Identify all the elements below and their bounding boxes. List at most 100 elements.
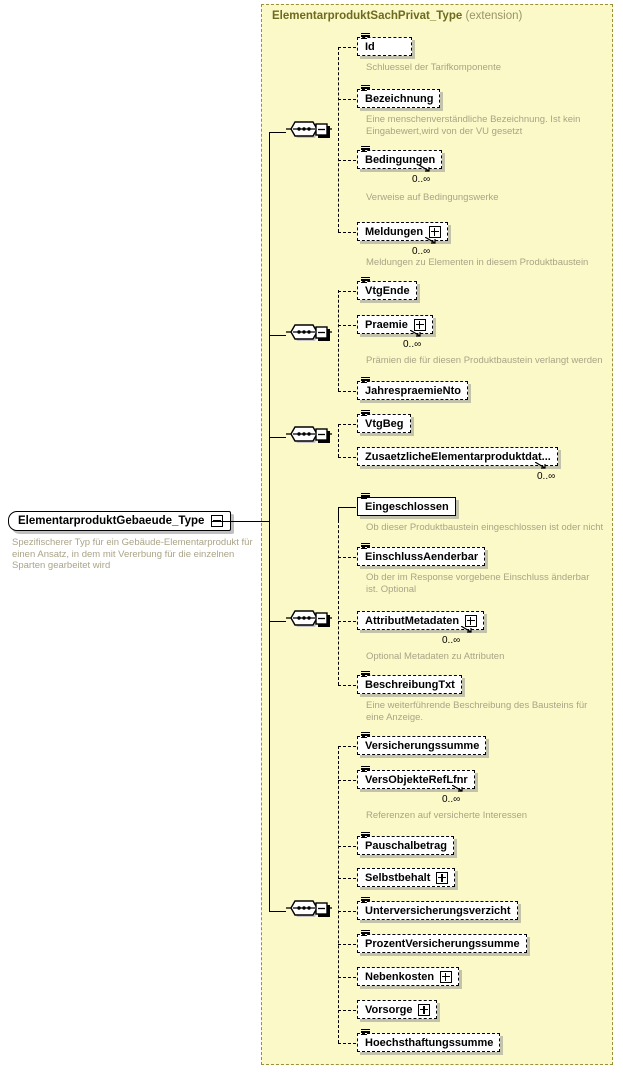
- element-label: BeschreibungTxt: [365, 678, 455, 691]
- element-node-nebenkosten[interactable]: Nebenkosten: [357, 967, 460, 986]
- element-node-einschluss-aenderbar[interactable]: EinschlussAenderbar: [357, 543, 486, 566]
- branch-spine-g2: [338, 290, 339, 391]
- branch-g1-meldungen: [338, 231, 356, 233]
- element-annotation-eingeschlossen: Ob dieser Produktbaustein eingeschlossen…: [366, 522, 604, 533]
- element-node-pauschalbetrag[interactable]: Pauschalbetrag: [357, 832, 454, 855]
- root-connector-line: [211, 520, 269, 522]
- branch-g5-vorsorge: [338, 1009, 356, 1011]
- element-cardinality-attributmetadaten: 0..∞: [442, 635, 461, 646]
- element-node-eingeschlossen[interactable]: Eingeschlossen: [357, 493, 456, 516]
- element-label: Unterversicherungsverzicht: [365, 904, 511, 917]
- element-cardinality-bedingungen: 0..∞: [412, 174, 431, 185]
- expand-plus-icon[interactable]: [436, 871, 449, 884]
- compositor-stub-2: [269, 334, 286, 336]
- branch-g5-pauschalbetrag: [338, 845, 356, 847]
- element-node-attribut-metadaten[interactable]: AttributMetadaten: [357, 611, 485, 633]
- branch-g5-hoechsthaftung: [338, 1042, 356, 1044]
- element-cardinality-meldungen: 0..∞: [412, 246, 431, 257]
- element-node-hoechsthaftungssumme[interactable]: Hoechsthaftungssumme: [357, 1029, 501, 1052]
- element-annotation-id: Schluessel der Tarifkomponente: [366, 62, 502, 73]
- extension-title: ElementarproduktSachPrivat_Type (extensi…: [272, 10, 522, 22]
- element-label: Hoechsthaftungssumme: [365, 1036, 494, 1049]
- root-type-annotation: Spezifischerer Typ für ein Gebäude-Eleme…: [12, 537, 253, 571]
- element-node-beschreibung-txt[interactable]: BeschreibungTxt: [357, 671, 462, 694]
- compositor-spine-upper: [269, 132, 270, 521]
- element-cardinality-versobjekteref: 0..∞: [442, 794, 461, 805]
- root-type-box[interactable]: ElementarproduktGebaeude_Type: [8, 511, 232, 531]
- compositor-stub-1: [269, 131, 286, 133]
- element-label: EinschlussAenderbar: [365, 550, 479, 563]
- element-node-id[interactable]: Id: [357, 33, 412, 56]
- element-node-jahrespraemie-nto[interactable]: JahrespraemieNto: [357, 377, 468, 400]
- extension-type-name: ElementarproduktSachPrivat_Type: [272, 10, 463, 22]
- element-cardinality-zusaetzliche: 0..∞: [537, 471, 556, 482]
- element-label: Id: [365, 40, 375, 53]
- branch-g2-vtgende: [338, 290, 356, 292]
- branch-g3-zusaetzliche: [338, 456, 356, 458]
- expand-plus-icon[interactable]: [465, 614, 478, 627]
- element-label: Nebenkosten: [365, 970, 435, 983]
- expand-plus-icon[interactable]: [429, 225, 442, 238]
- element-label: VersObjekteRefLfnr: [365, 773, 468, 786]
- element-node-prozent-versicherungssumme[interactable]: ProzentVersicherungssumme: [357, 930, 527, 953]
- expand-plus-icon[interactable]: [413, 318, 426, 331]
- element-annotation-bedingungen: Verweise auf Bedingungswerke: [366, 192, 499, 203]
- element-node-bezeichnung[interactable]: Bezeichnung: [357, 85, 441, 108]
- expand-plus-icon[interactable]: [418, 1003, 431, 1016]
- compositor-stub-4: [269, 620, 286, 622]
- branch-g4-attributmetadaten: [338, 620, 356, 622]
- branch-g1-bezeichnung: [338, 98, 356, 100]
- branch-spine-g4: [338, 520, 339, 685]
- element-label: Selbstbehalt: [365, 871, 431, 884]
- element-annotation-bezeichnung: Eine menschenverständliche Bezeichnung. …: [366, 114, 581, 137]
- branch-g4-eingeschlossen: [338, 506, 356, 508]
- element-annotation-versobjekte-ref: Referenzen auf versicherte Interessen: [366, 810, 528, 821]
- element-annotation-einschluss-aenderbar: Ob der im Response vorgebene Einschluss …: [366, 572, 590, 595]
- element-annotation-beschreibung-txt: Eine weiterführende Beschreibung des Bau…: [366, 700, 588, 723]
- branch-spine-g5: [338, 746, 339, 1043]
- element-node-meldungen[interactable]: Meldungen: [357, 222, 449, 244]
- branch-g2-praemie: [338, 324, 356, 326]
- compositor-spine-lower: [269, 520, 270, 911]
- branch-spine-g1: [338, 47, 339, 232]
- element-label: VtgEnde: [365, 284, 410, 297]
- element-annotation-praemie: Prämien die für diesen Produktbaustein v…: [366, 355, 603, 366]
- element-node-zusaetzliche-elementarproduktdaten[interactable]: ZusaetzlicheElementarproduktdat...: [357, 447, 558, 469]
- root-type-label: ElementarproduktGebaeude_Type: [18, 515, 205, 527]
- compositor-stub-3: [269, 436, 286, 438]
- element-label: Praemie: [365, 318, 408, 331]
- element-label: Bedingungen: [365, 153, 436, 166]
- element-node-praemie[interactable]: Praemie: [357, 315, 433, 337]
- element-node-vtgende[interactable]: VtgEnde: [357, 277, 417, 300]
- element-label: Versicherungssumme: [365, 739, 480, 752]
- element-node-versicherungssumme[interactable]: Versicherungssumme: [357, 732, 487, 755]
- branch-g4-einschlussaenderbar: [338, 556, 356, 558]
- branch-g5-versobjekteref: [338, 779, 356, 781]
- branch-g5-versicherungssumme: [338, 745, 356, 747]
- branch-spine-g4-required: [338, 507, 339, 521]
- element-label: Meldungen: [365, 225, 424, 238]
- element-cardinality-praemie: 0..∞: [403, 339, 422, 350]
- branch-spine-g3: [338, 424, 339, 457]
- element-node-vorsorge[interactable]: Vorsorge: [357, 1000, 438, 1019]
- element-node-bedingungen[interactable]: Bedingungen: [357, 146, 443, 172]
- extension-container: [261, 4, 613, 1065]
- element-node-versobjekte-ref-lfnr[interactable]: VersObjekteRefLfnr: [357, 766, 475, 792]
- element-node-selbstbehalt[interactable]: Selbstbehalt: [357, 868, 456, 887]
- branch-g1-bedingungen: [338, 159, 356, 161]
- compositor-stub-5: [269, 910, 286, 912]
- element-node-unterversicherungsverzicht[interactable]: Unterversicherungsverzicht: [357, 897, 518, 920]
- expand-plus-icon[interactable]: [440, 970, 453, 983]
- element-label: Bezeichnung: [365, 92, 434, 105]
- element-label: Vorsorge: [365, 1003, 413, 1016]
- element-node-vtgbeg[interactable]: VtgBeg: [357, 410, 411, 433]
- element-label: ProzentVersicherungssumme: [365, 937, 520, 950]
- element-annotation-attribut-metadaten: Optional Metadaten zu Attributen: [366, 651, 505, 662]
- element-label: AttributMetadaten: [365, 614, 460, 627]
- branch-g5-unterversicherung: [338, 910, 356, 912]
- branch-g4-beschreibungtxt: [338, 684, 356, 686]
- element-annotation-meldungen: Meldungen zu Elementen in diesem Produkt…: [366, 257, 589, 268]
- branch-g3-vtgbeg: [338, 423, 356, 425]
- branch-g5-selbstbehalt: [338, 877, 356, 879]
